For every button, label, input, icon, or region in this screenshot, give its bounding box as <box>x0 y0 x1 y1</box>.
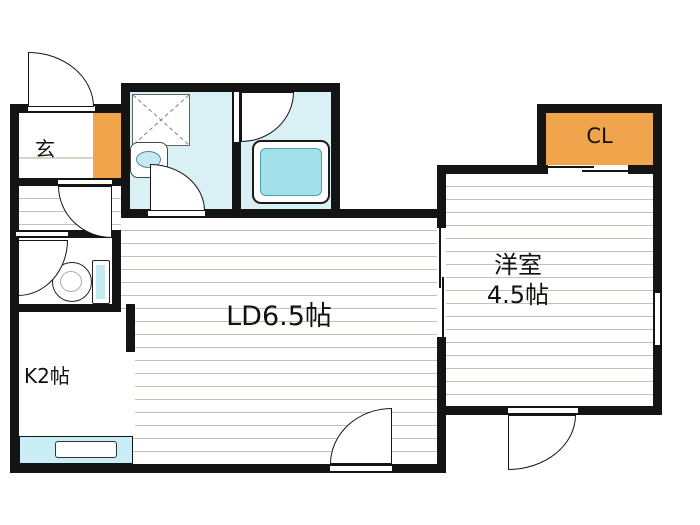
wall <box>121 209 148 218</box>
bathtub-icon <box>252 140 330 204</box>
closet-door-panel <box>582 170 628 172</box>
wall <box>232 142 241 218</box>
terrace-door-opening <box>330 464 392 473</box>
toilet-door-opening <box>16 230 68 238</box>
window-opening <box>653 293 662 345</box>
kitchen-counter <box>19 436 133 464</box>
western-room-label: 洋室 4.5帖 <box>428 250 608 310</box>
washbasin-icon <box>130 142 168 178</box>
washing-machine-pan-icon <box>132 94 190 146</box>
sliding-door-panel <box>442 277 444 337</box>
bathtub-basin <box>260 148 322 196</box>
wall <box>537 104 546 174</box>
wall <box>112 230 121 312</box>
kitchen-sink-icon <box>55 441 117 458</box>
wall <box>112 178 130 186</box>
kitchen-label: K2帖 <box>24 364 70 388</box>
wall <box>578 406 662 415</box>
wall <box>331 83 340 218</box>
wall <box>10 178 58 186</box>
toilet-tank <box>92 260 110 304</box>
toilet-tank-lid <box>96 265 105 299</box>
wall <box>392 464 446 473</box>
toilet-bowl-inner <box>60 271 82 292</box>
wall <box>95 104 130 113</box>
wall <box>437 406 508 415</box>
wall <box>205 209 340 218</box>
closet-area <box>546 113 653 165</box>
western-room-size: 4.5帖 <box>486 281 550 309</box>
bath-door-opening <box>232 92 241 142</box>
wall <box>10 464 330 473</box>
wall <box>10 304 121 312</box>
wall <box>126 304 135 352</box>
closet-label: CL <box>586 124 613 148</box>
wall <box>121 83 340 92</box>
wall <box>232 83 241 92</box>
closet-door-panel <box>548 166 594 168</box>
wall <box>437 165 446 228</box>
wall <box>653 104 662 293</box>
wall <box>437 337 446 473</box>
wall <box>653 345 662 415</box>
living-dining-label: LD6.5帖 <box>226 301 332 332</box>
sliding-door-panel <box>439 228 441 288</box>
western-room-name: 洋室 <box>494 251 542 279</box>
room-western-floor <box>446 174 653 406</box>
entrance-step-line <box>19 157 93 159</box>
hall-door-opening <box>58 178 112 186</box>
door-swing-arc <box>508 415 576 470</box>
room-living-dining-floor <box>121 218 437 464</box>
wall <box>10 104 19 473</box>
wall <box>331 209 446 218</box>
wall <box>10 104 28 113</box>
shoe-cabinet <box>93 113 121 178</box>
wall <box>628 165 662 174</box>
closet-doors <box>548 165 628 174</box>
door-swing-arc <box>28 52 94 107</box>
room-kitchen <box>19 312 135 436</box>
western-room-door-opening <box>508 406 578 415</box>
wall <box>121 83 130 218</box>
wall <box>10 230 16 238</box>
wall <box>437 165 548 174</box>
entrance-label: 玄 <box>35 137 55 161</box>
wall <box>537 104 662 113</box>
sliding-door <box>437 228 446 337</box>
